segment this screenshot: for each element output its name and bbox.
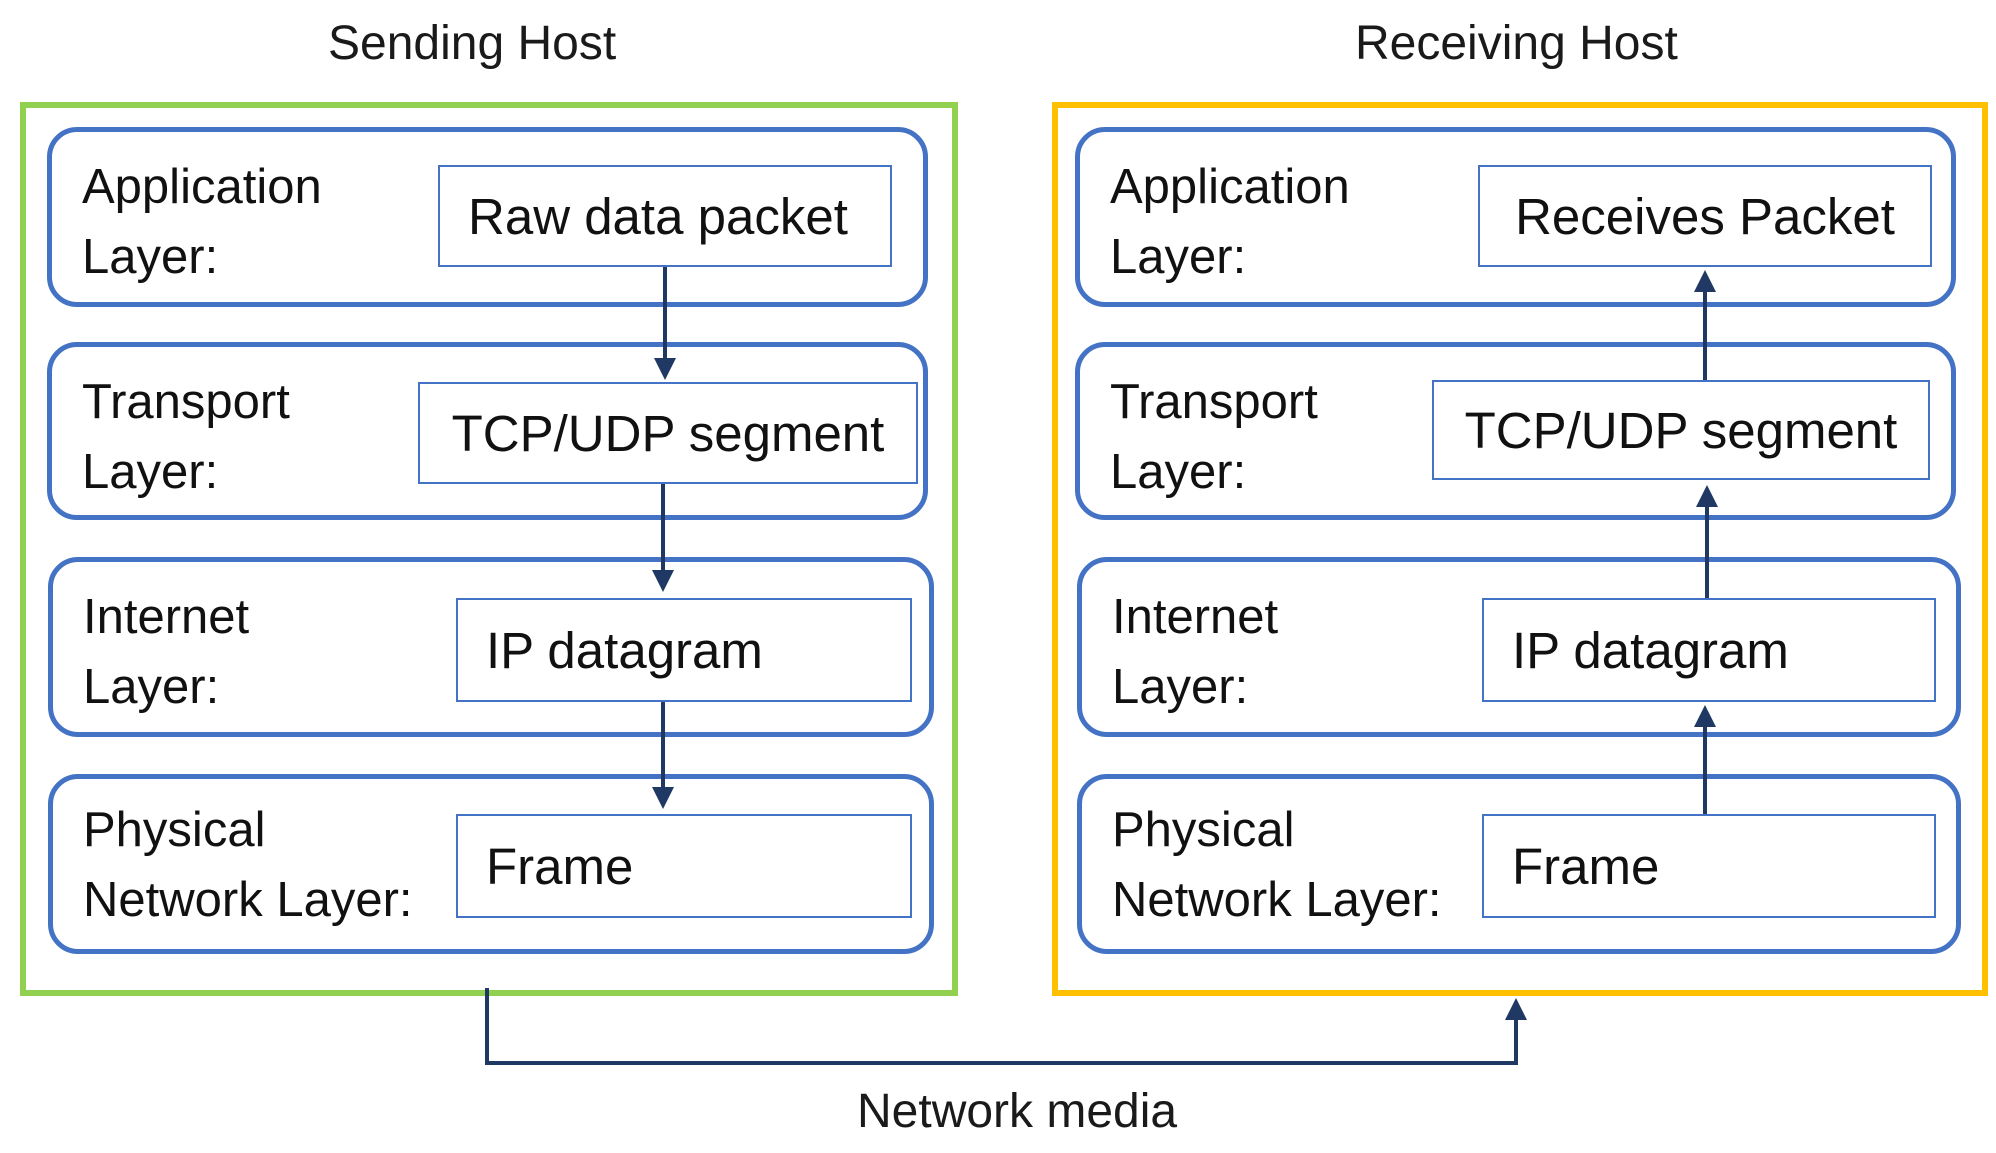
sending-host-title: Sending Host — [328, 17, 617, 70]
network-media-connector — [485, 988, 1527, 1065]
layer-label: Transport Layer: — [1110, 375, 1318, 499]
network-media-label: Network media — [857, 1085, 1178, 1138]
sending-physical-unit: Frame — [456, 814, 912, 918]
layer-label: Internet Layer: — [1112, 590, 1279, 714]
receiving-physical-unit: Frame — [1482, 814, 1936, 918]
sending-application-unit: Raw data packet — [438, 165, 892, 267]
layer-label: Application Layer: — [1110, 160, 1350, 284]
layer-label: Physical Network Layer: — [1112, 803, 1442, 927]
receiving-host-frame — [1052, 102, 1988, 996]
layer-label: Application Layer: — [82, 160, 322, 284]
receiving-host-title: Receiving Host — [1355, 17, 1678, 70]
layer-label: Internet Layer: — [83, 590, 250, 714]
sending-down-arrow-2 — [652, 484, 674, 592]
receiving-up-arrow-1 — [1694, 705, 1716, 814]
sending-transport-unit: TCP/UDP segment — [418, 382, 918, 484]
layer-label: Physical Network Layer: — [83, 803, 413, 927]
receiving-up-arrow-3 — [1694, 270, 1716, 380]
receiving-application-unit: Receives Packet — [1478, 165, 1932, 267]
receiving-up-arrow-2 — [1696, 485, 1718, 598]
sending-internet-unit: IP datagram — [456, 598, 912, 702]
sending-down-arrow-3 — [652, 702, 674, 809]
receiving-internet-unit: IP datagram — [1482, 598, 1936, 702]
layer-label: Transport Layer: — [82, 375, 290, 499]
sending-down-arrow-1 — [654, 267, 676, 380]
receiving-transport-unit: TCP/UDP segment — [1432, 380, 1930, 480]
